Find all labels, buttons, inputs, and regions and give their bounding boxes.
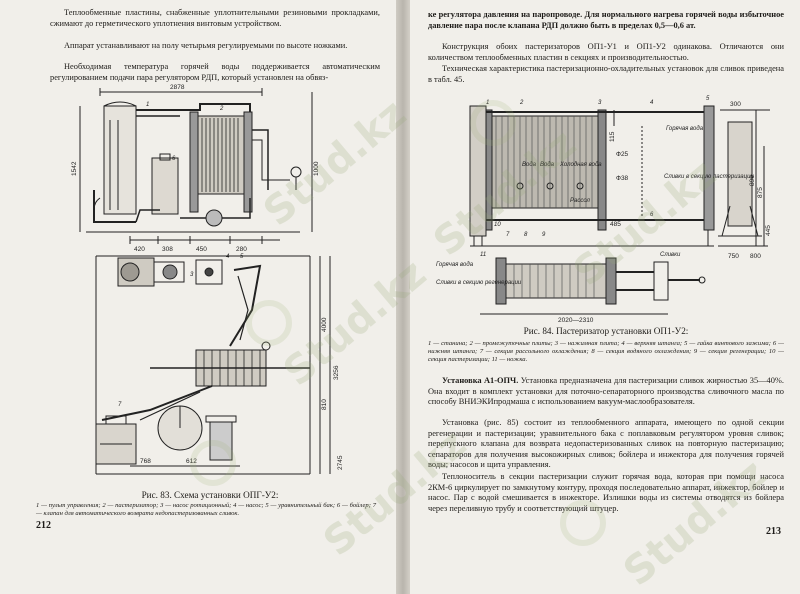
- label-water-2: Вода: [540, 162, 555, 168]
- callout-7: 7: [118, 402, 122, 408]
- dim-875: 875: [757, 187, 764, 198]
- dim-800: 800: [750, 253, 761, 260]
- dim-phi25: Ф25: [616, 151, 629, 158]
- left-page: Теплообменные пластины, снабженные уплот…: [0, 0, 398, 594]
- callout-r1: 1: [486, 100, 489, 106]
- figure-83-drawing: 2878 1542 1000 420 308 450 280 4000 3256…: [71, 84, 344, 475]
- dim-3256: 3256: [333, 365, 340, 380]
- callout-r5: 5: [706, 96, 710, 102]
- right-paragraph-5: Установка (рис. 85) состоит из теплообме…: [428, 418, 784, 470]
- dim-115: 115: [609, 131, 616, 142]
- dim-750: 750: [728, 253, 739, 260]
- figure-84-legend: 1 — станина; 2 — промежуточные плиты; 3 …: [428, 340, 784, 364]
- callout-4: 4: [226, 254, 230, 260]
- left-paragraph-2: Аппарат устанавливают на полу четырьмя р…: [64, 41, 348, 50]
- figure-84-drawing: 300 890 875 445 750 800 2020—2310 Ф25 Ф3…: [436, 96, 772, 324]
- dim-1542: 1542: [71, 161, 78, 176]
- right-paragraph-2: Конструкция обоих пастеризаторов ОП1-У1 …: [428, 42, 784, 62]
- label-hot-water-plan: Горячая вода: [436, 262, 474, 268]
- callout-r9: 9: [542, 232, 546, 238]
- callout-r6: 6: [650, 212, 654, 218]
- label-cream-regeneration: Сливки в секцию регенерации: [436, 280, 522, 286]
- callout-6: 6: [172, 156, 176, 162]
- label-cream-pasteurization: Сливки в секцию пастеризации: [664, 174, 754, 180]
- callout-r10: 10: [494, 222, 501, 228]
- dim-300: 300: [730, 101, 741, 108]
- book-gutter: [396, 0, 410, 594]
- dim-890: 890: [749, 175, 756, 186]
- dim-2878: 2878: [170, 84, 185, 91]
- callout-r11: 11: [480, 252, 486, 258]
- dim-2020: 2020—2310: [558, 317, 594, 324]
- callout-r8: 8: [524, 232, 528, 238]
- dim-450: 450: [196, 246, 207, 253]
- callout-2: 2: [219, 106, 224, 112]
- left-paragraph-3: Необходимая температура горячей воды под…: [50, 62, 380, 82]
- right-paragraph-3: Техническая характеристика пастеризацион…: [428, 64, 784, 84]
- callout-r3: 3: [598, 100, 602, 106]
- dim-1000: 1000: [313, 161, 320, 176]
- label-chilled-water: Холодная вода: [559, 162, 602, 168]
- callout-5: 5: [240, 254, 244, 260]
- figure-84-caption: Рис. 84. Пастеризатор установки ОП1-У2:: [523, 326, 689, 336]
- right-page-number: 213: [766, 526, 781, 537]
- figure-83-legend: 1 — пульт управления; 2 — пастеризатор; …: [36, 502, 376, 518]
- callout-r2: 2: [519, 100, 524, 106]
- left-page-number: 212: [36, 520, 51, 531]
- dim-4000: 4000: [321, 317, 328, 332]
- left-paragraph-1: Теплообменные пластины, снабженные уплот…: [50, 8, 380, 28]
- dim-810: 810: [321, 399, 328, 410]
- dim-2745: 2745: [337, 455, 344, 470]
- figure-83-caption: Рис. 83. Схема установки ОПГ-У2:: [141, 490, 279, 500]
- dim-308: 308: [162, 246, 173, 253]
- dim-phi38: Ф38: [616, 175, 629, 182]
- callout-r4: 4: [650, 100, 654, 106]
- dim-280: 280: [236, 246, 247, 253]
- dim-420: 420: [134, 246, 145, 253]
- right-page: ке регулятора давления на паропроводе. Д…: [410, 0, 800, 594]
- installation-intro: Установка предназначена для пастеризации…: [428, 376, 785, 407]
- label-brine: Рассол: [570, 198, 591, 204]
- right-paragraph-1: ке регулятора давления на паропроводе. Д…: [428, 10, 784, 30]
- dim-445: 445: [765, 225, 772, 236]
- callout-r7: 7: [506, 232, 510, 238]
- dim-485: 485: [610, 221, 621, 228]
- dim-612: 612: [186, 458, 197, 465]
- callout-1: 1: [146, 102, 149, 108]
- callout-3: 3: [190, 272, 194, 278]
- label-cream: Сливки: [660, 252, 681, 258]
- label-water-1: Вода: [522, 162, 537, 168]
- label-hot-water: Горячая вода: [666, 126, 704, 132]
- installation-heading: Установка А1-ОПЧ.: [442, 376, 519, 385]
- dim-768: 768: [140, 458, 151, 465]
- right-paragraph-4: Установка А1-ОПЧ. Установка предназначен…: [428, 376, 784, 408]
- right-paragraph-6: Теплоноситель в секции пастеризации служ…: [428, 472, 784, 513]
